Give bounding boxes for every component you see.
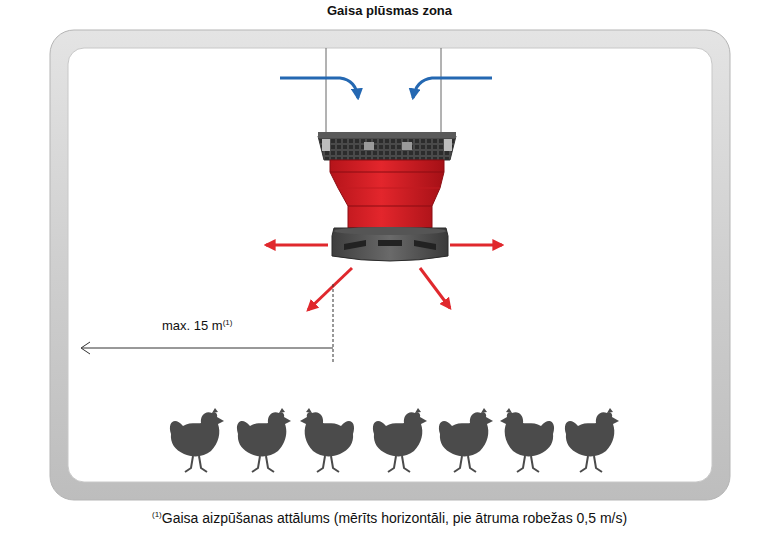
chicken-silhouette: [170, 408, 224, 472]
caption: Gaisa aizpūšanas attālums (mērīts horizo…: [162, 510, 627, 526]
footnote-mark: (1): [223, 318, 233, 327]
chicken-silhouette: [565, 408, 619, 472]
air-heater-unit: [318, 132, 456, 261]
air-out-arrow: [308, 268, 352, 310]
caption-group: (1)Gaisa aizpūšanas attālums (mērīts hor…: [152, 510, 627, 526]
chicken-silhouette: [300, 408, 354, 472]
dimension-label-group: max. 15 m(1): [162, 318, 232, 333]
footnote-mark: (1): [152, 510, 162, 519]
chicken-silhouette: [373, 408, 427, 472]
dimension-arrowhead: [81, 342, 90, 354]
frame-outline: [50, 30, 730, 500]
diagram-title: Gaisa plūsmas zona: [327, 3, 452, 18]
air-out-arrow: [266, 244, 328, 247]
air-in-arrow: [280, 78, 358, 98]
air-out-arrow: [420, 268, 450, 308]
chicken-silhouette: [439, 408, 493, 472]
air-out-arrow: [450, 244, 502, 247]
hanger-wire: [326, 48, 327, 134]
chickens: [170, 408, 619, 472]
chicken-silhouette: [237, 408, 291, 472]
frame-inner: [68, 48, 712, 482]
dimension-extension: [333, 284, 334, 362]
chicken-silhouette: [500, 408, 554, 472]
hanger-wire: [441, 48, 442, 134]
dimension-line: [82, 348, 333, 349]
dimension-label: max. 15 m: [162, 318, 223, 333]
air-in-arrow: [413, 78, 492, 98]
